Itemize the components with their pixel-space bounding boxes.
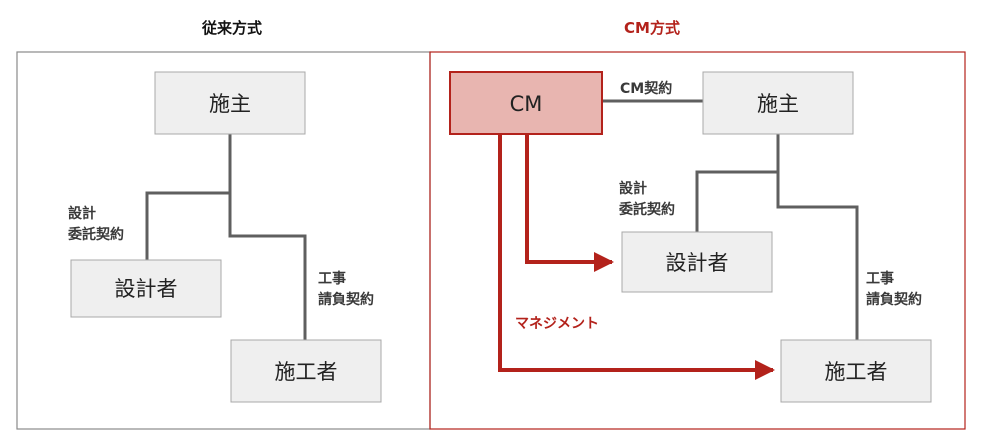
- right-designer-label: 設計者: [666, 251, 729, 275]
- management-label: マネジメント: [515, 316, 599, 332]
- left-design-contract-line1: 設計: [68, 205, 96, 222]
- right-cm-rect: [449, 71, 603, 135]
- right-owner-contractor-line: [776, 134, 859, 340]
- right-contractor-rect: [780, 339, 932, 403]
- left-owner-designer-line: [145, 191, 230, 260]
- left-designer-label: 設計者: [115, 277, 178, 301]
- right-cm-contract-label: CM契約: [620, 80, 672, 97]
- right-owner-label: 施主: [757, 92, 799, 116]
- right-contractor-box: 施工者: [780, 339, 932, 403]
- right-cm-label: CM: [510, 92, 543, 116]
- management-arrow-designer: [525, 134, 614, 272]
- left-contractor-box: 施工者: [230, 339, 382, 403]
- left-design-contract-line2: 委託契約: [67, 226, 124, 243]
- left-construction-contract-line1: 工事: [318, 270, 346, 287]
- right-designer-box: 設計者: [621, 231, 773, 293]
- right-owner-box: 施主: [702, 71, 854, 135]
- right-construction-contract-line2: 請負契約: [866, 291, 922, 308]
- left-owner-box: 施主: [154, 71, 306, 135]
- right-design-contract-line1: 設計: [619, 180, 647, 197]
- right-designer-rect: [621, 231, 773, 293]
- right-section-title: CM方式: [624, 19, 680, 37]
- right-design-contract-line2: 委託契約: [618, 201, 675, 218]
- left-contractor-label: 施工者: [275, 360, 338, 384]
- left-designer-rect: [70, 259, 222, 318]
- management-arrow-contractor: [498, 134, 775, 380]
- left-section-title: 従来方式: [201, 19, 262, 37]
- right-construction-contract-line1: 工事: [866, 270, 894, 287]
- left-designer-box: 設計者: [70, 259, 222, 318]
- right-owner-rect: [702, 71, 854, 135]
- left-owner-label: 施主: [209, 92, 251, 116]
- right-cm-box: CM: [449, 71, 603, 135]
- left-contractor-rect: [230, 339, 382, 403]
- right-contractor-label: 施工者: [825, 360, 888, 384]
- right-connectors: [602, 99, 859, 340]
- left-connectors: [145, 134, 307, 340]
- left-owner-contractor-line: [228, 134, 307, 340]
- left-owner-rect: [154, 71, 306, 135]
- management-arrows: [498, 134, 775, 380]
- left-construction-contract-line2: 請負契約: [318, 291, 374, 308]
- right-frame: [429, 51, 966, 430]
- right-owner-designer-line: [695, 170, 778, 232]
